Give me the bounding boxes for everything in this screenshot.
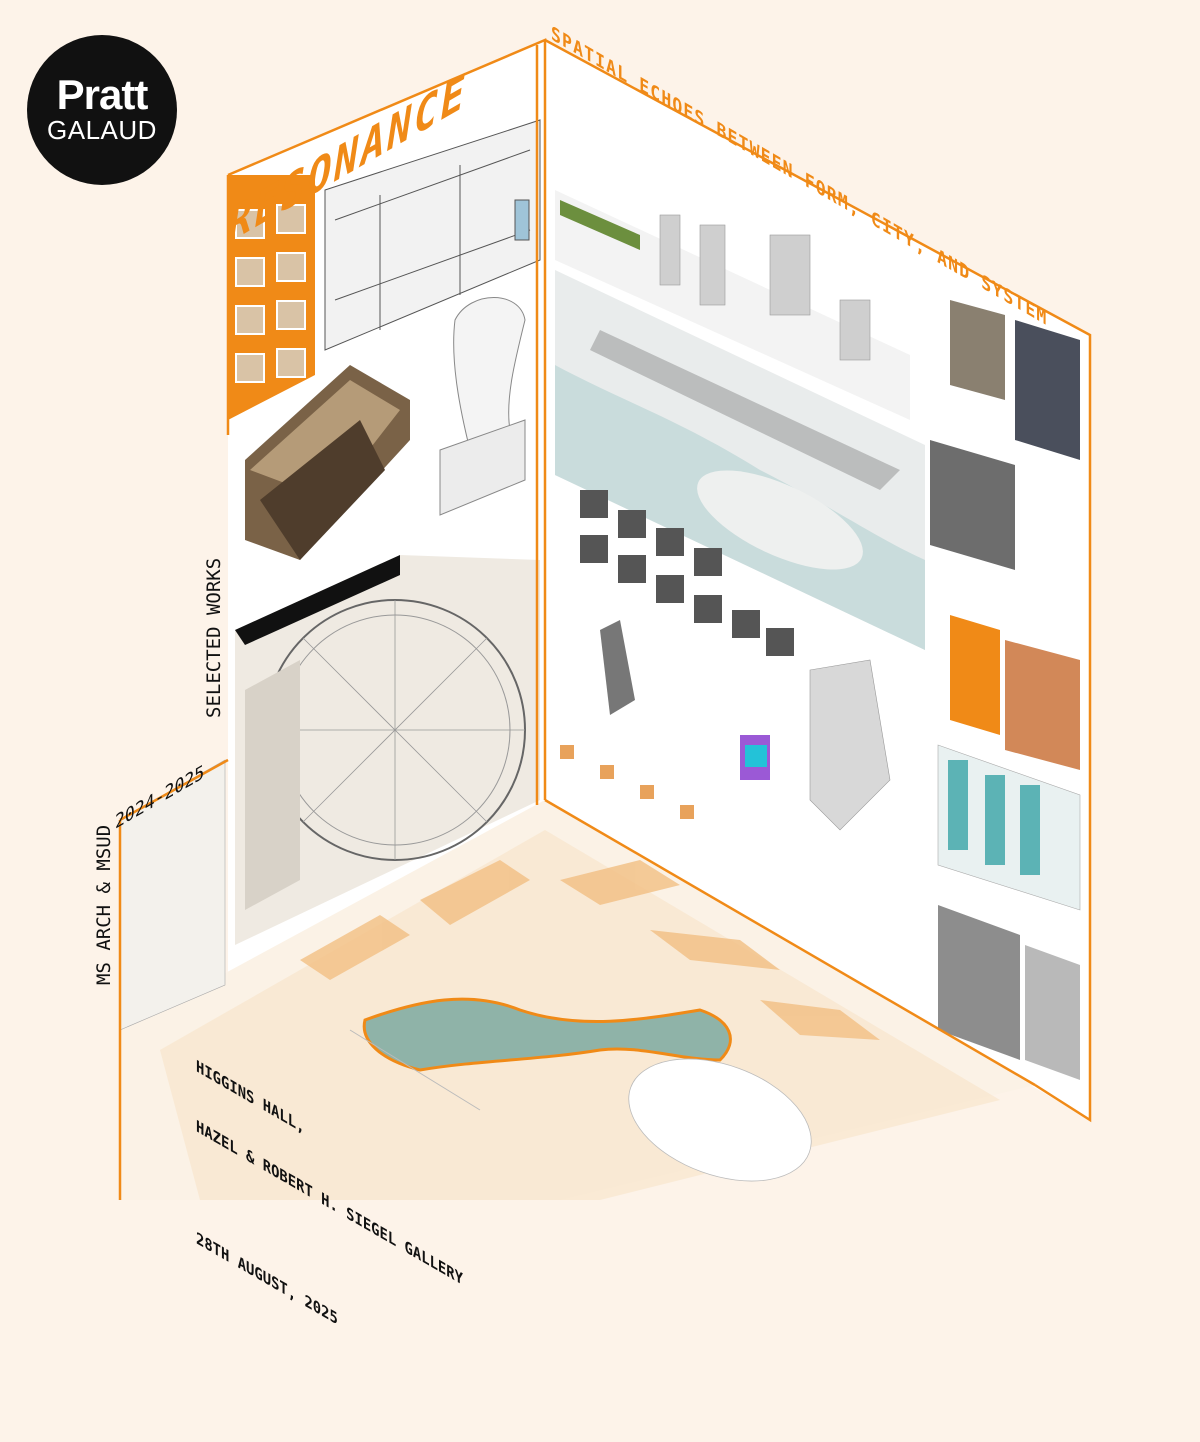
floor-city-map	[160, 830, 1000, 1200]
program-label: MS ARCH & MSUD	[93, 824, 115, 985]
selected-works-label: SELECTED WORKS	[203, 557, 225, 718]
isometric-gallery-room	[118, 38, 1092, 1200]
right-wall-skyline-elevation	[555, 190, 910, 420]
logo-line-2: GALAUD	[47, 115, 157, 145]
left-wall-thumbnail-panel	[228, 175, 315, 420]
right-wall-tower-models	[560, 620, 891, 831]
right-wall-plan-grid	[580, 490, 794, 656]
logo-line-1: Pratt	[56, 71, 149, 118]
left-wall-tower-sketch	[439, 297, 526, 516]
left-wall-axonometric-model	[245, 365, 410, 560]
left-wall-ferris-wheel-plan	[235, 555, 540, 945]
left-wall-section-drawing	[324, 119, 541, 351]
right-wall-photos	[930, 300, 1081, 1080]
room-outline	[118, 38, 1092, 1200]
pratt-galaud-logo: Pratt GALAUD	[27, 35, 177, 185]
right-wall-city-map	[555, 270, 925, 650]
exhibition-poster: Pratt GALAUD RESONANCE SPATIAL ECHOES BE…	[27, 22, 1092, 1329]
